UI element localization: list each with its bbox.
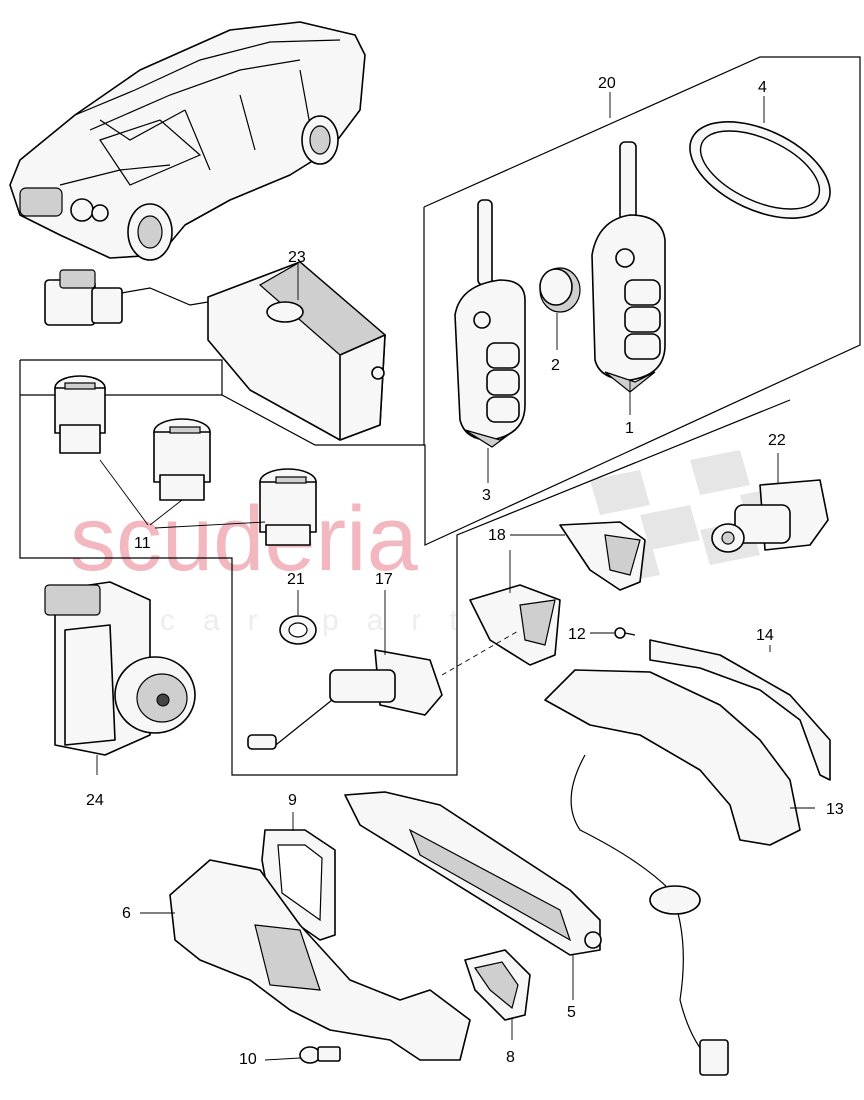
- part-22-lock-assembly: [711, 479, 829, 553]
- part-17-cylinder: [247, 629, 521, 750]
- label-10: 10: [239, 1051, 257, 1068]
- part-6-carrier: [169, 859, 471, 1061]
- watermark-text: scuderia: [70, 488, 419, 590]
- part-23-control-module: [44, 261, 387, 441]
- part-13-handle-base: [544, 669, 801, 1076]
- label-12: 12: [568, 626, 586, 643]
- part-14-handle-rim: [649, 639, 831, 781]
- label-8: 8: [506, 1049, 515, 1066]
- watermark-subtext: car parts: [160, 604, 529, 637]
- label-3: 3: [482, 487, 491, 504]
- group-frame-keys: [221, 56, 861, 546]
- label-2: 2: [551, 357, 560, 374]
- part-9-gasket: [261, 829, 336, 941]
- part-18-covers: [469, 521, 646, 666]
- part-12-screw: [614, 627, 636, 639]
- part-1-key: [591, 141, 666, 393]
- label-14: 14: [756, 627, 774, 644]
- part-3-key: [454, 199, 526, 448]
- label-23: 23: [288, 249, 306, 266]
- label-22: 22: [768, 432, 786, 449]
- part-5-outer-handle: [344, 791, 602, 956]
- label-17: 17: [375, 571, 393, 588]
- label-1: 1: [625, 420, 634, 437]
- group-frame-cylinders: [20, 359, 223, 396]
- label-13: 13: [826, 801, 844, 818]
- label-9: 9: [288, 792, 297, 809]
- label-24: 24: [86, 792, 104, 809]
- leader-lines: [96, 92, 815, 1061]
- label-11: 11: [134, 535, 151, 552]
- part-8-cap: [464, 949, 531, 1021]
- part-24-ignition-switch: [44, 581, 196, 756]
- car-illustration: [9, 21, 366, 261]
- label-18: 18: [488, 527, 506, 544]
- part-11-lock-cylinders: [54, 375, 317, 546]
- label-5: 5: [567, 1004, 576, 1021]
- label-6: 6: [122, 905, 131, 922]
- label-21: 21: [287, 571, 305, 588]
- part-4-key-ring: [689, 121, 831, 219]
- part-10-screw: [299, 1046, 341, 1064]
- part-21-ring: [279, 615, 317, 645]
- label-20: 20: [598, 75, 616, 92]
- label-4: 4: [758, 79, 767, 96]
- part-2-battery: [539, 267, 581, 313]
